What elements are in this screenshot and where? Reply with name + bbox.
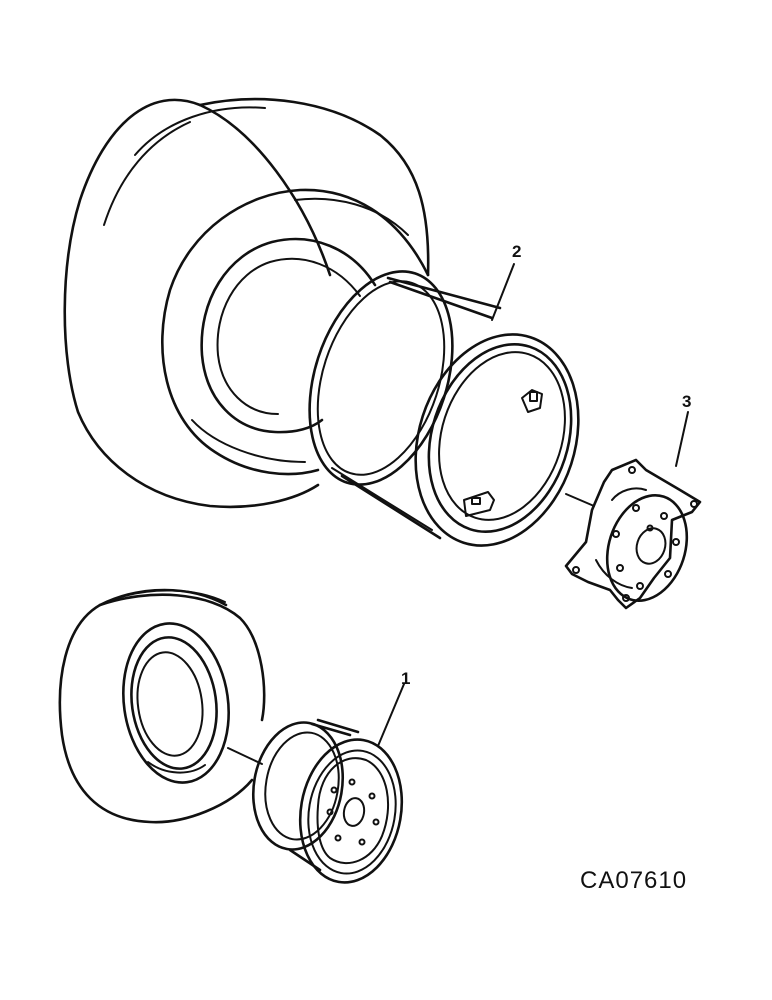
callout-1: 1: [401, 669, 410, 688]
rear-assembly-line: [565, 493, 595, 507]
front-bolt-holes: [326, 778, 380, 846]
connector-lines: [227, 263, 689, 765]
leader-line-3: [675, 411, 689, 467]
leader-line-2: [491, 263, 515, 321]
rear-rim: [308, 270, 580, 547]
front-assembly-line: [227, 747, 263, 765]
callout-2: 2: [512, 242, 521, 261]
callout-3: 3: [682, 392, 691, 411]
front-tire: [58, 588, 266, 824]
drawing-code: CA07610: [580, 867, 687, 894]
front-wheel: [251, 718, 404, 884]
rear-tire: [63, 97, 430, 509]
leader-line-1: [377, 683, 405, 747]
wheel-center-disc: [564, 458, 702, 610]
center-bolt-holes: [612, 504, 680, 590]
